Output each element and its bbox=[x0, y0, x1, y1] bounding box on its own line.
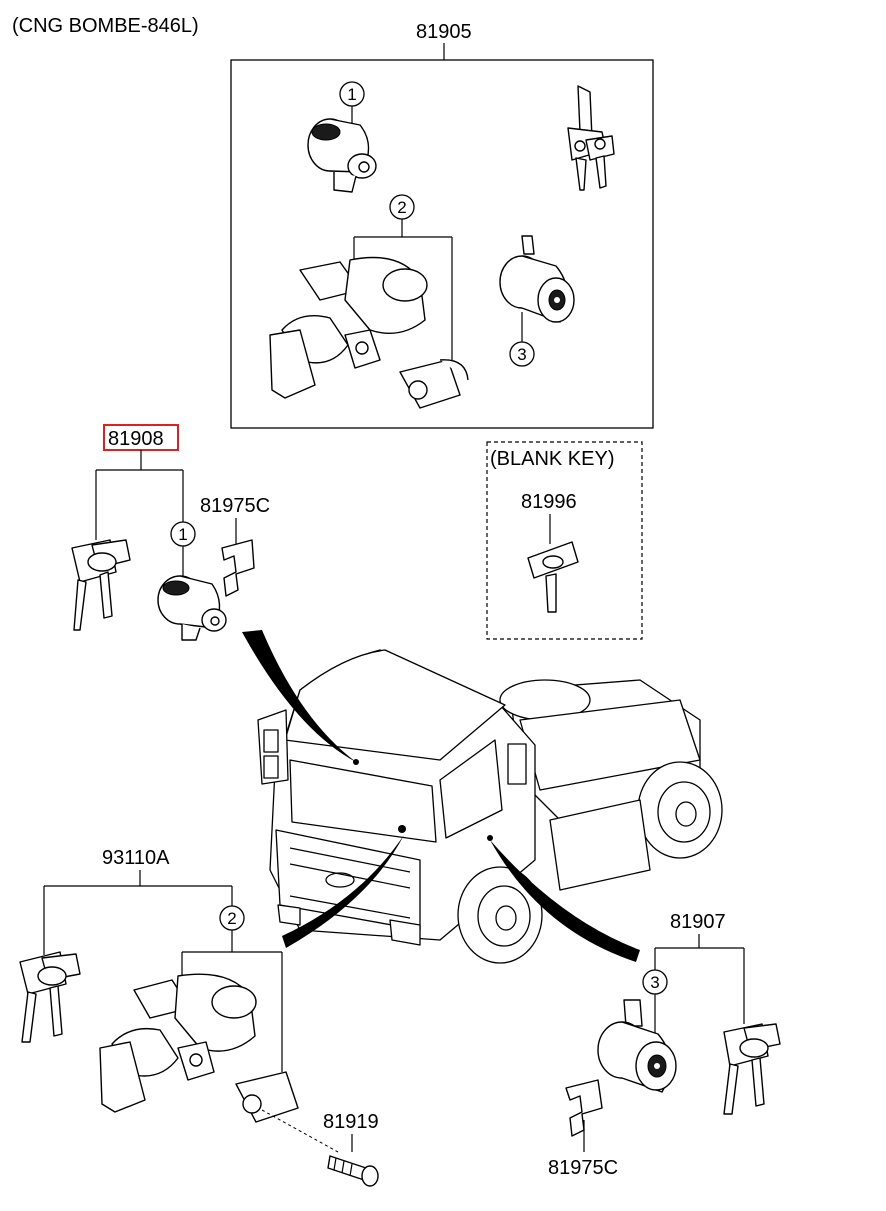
key-cylinder-set-group: 81908 1 81975C bbox=[71, 424, 270, 641]
door-lock-cylinder-81908 bbox=[157, 575, 227, 641]
pointer-door-lock bbox=[242, 630, 356, 762]
key-pair-93110a bbox=[19, 951, 81, 1043]
lock-set-frame bbox=[230, 59, 654, 429]
door-clip-lower bbox=[565, 1079, 603, 1137]
part-number-81905[interactable]: 81905 bbox=[416, 21, 472, 43]
ignition-switch-assembly bbox=[269, 256, 469, 409]
blank-key-frame bbox=[486, 441, 643, 640]
callout-3-label: 3 bbox=[517, 345, 526, 364]
part-number-81919[interactable]: 81919 bbox=[323, 1111, 379, 1133]
pointer-tailgate bbox=[490, 840, 640, 962]
blank-key-title: (BLANK KEY) bbox=[490, 448, 614, 470]
door-clip-upper bbox=[221, 539, 255, 597]
part-number-93110a[interactable]: 93110A bbox=[102, 847, 170, 869]
truck-illustration bbox=[242, 630, 723, 964]
lock-set-group: 81905 1 2 bbox=[230, 21, 654, 429]
part-number-81996[interactable]: 81996 bbox=[521, 491, 577, 513]
blank-key bbox=[527, 541, 579, 613]
key-pair-top bbox=[567, 85, 615, 191]
part-number-81975c-lower[interactable]: 81975C bbox=[548, 1157, 618, 1179]
pointer-ignition bbox=[282, 835, 404, 948]
callout-3-bottom-label: 3 bbox=[650, 973, 659, 992]
callout-1-label: 1 bbox=[347, 85, 356, 104]
callout-3-top bbox=[509, 341, 535, 367]
lock-cylinder-1 bbox=[307, 118, 377, 193]
part-number-81908[interactable]: 81908 bbox=[108, 428, 164, 450]
blank-key-group: (BLANK KEY) 81996 bbox=[486, 441, 643, 640]
key-pair-81907 bbox=[723, 1023, 781, 1115]
part-number-81975c-upper[interactable]: 81975C bbox=[200, 495, 270, 517]
part-number-81907[interactable]: 81907 bbox=[670, 911, 726, 933]
ignition-switch-93110a bbox=[99, 973, 299, 1123]
variant-note: (CNG BOMBE-846L) bbox=[12, 15, 199, 37]
ignition-key-set-group: 93110A 2 81919 bbox=[19, 847, 379, 1187]
callout-2-bottom-label: 2 bbox=[227, 909, 236, 928]
lock-cylinder-3 bbox=[499, 235, 575, 342]
key-pair-81908 bbox=[71, 539, 131, 631]
tailgate-lock-cylinder bbox=[597, 999, 677, 1093]
screw-81919 bbox=[327, 1155, 379, 1187]
callout-2-label: 2 bbox=[397, 198, 406, 217]
callout-1-mid-label: 1 bbox=[178, 525, 187, 544]
tailgate-lock-set-group: 81907 3 81975C bbox=[548, 911, 781, 1179]
